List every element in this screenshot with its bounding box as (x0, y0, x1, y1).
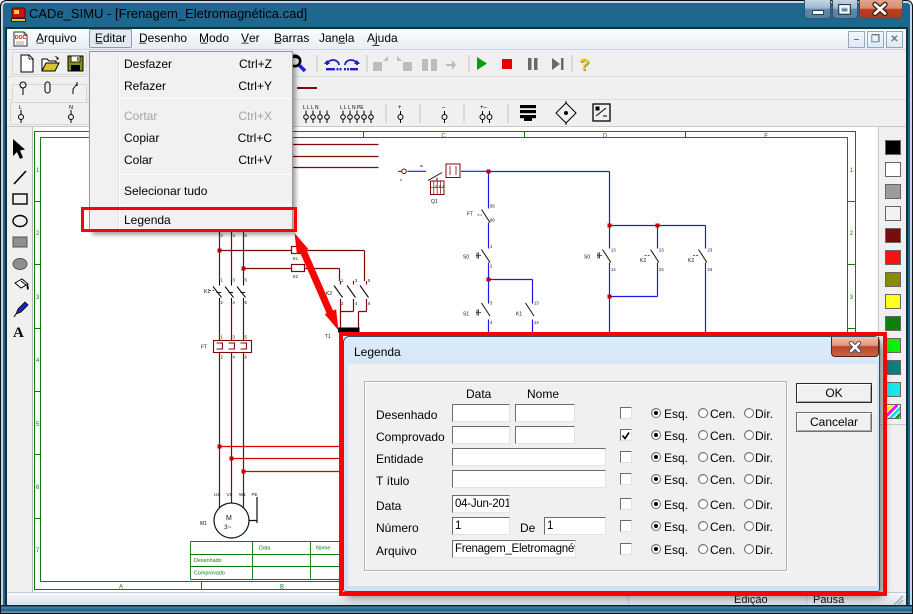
svg-text:C: C (441, 134, 446, 140)
svg-text:2: 2 (490, 264, 493, 269)
svg-text:6: 6 (245, 233, 248, 238)
svg-text:=: = (420, 164, 423, 170)
svg-text:K2: K2 (326, 291, 332, 297)
svg-text:E2: E2 (293, 274, 299, 279)
svg-text:3: 3 (355, 278, 358, 283)
svg-text:23: 23 (659, 248, 664, 253)
svg-text:FT: FT (467, 212, 473, 218)
svg-text:2: 2 (341, 301, 344, 306)
svg-text:K1: K1 (204, 289, 210, 295)
svg-text:6: 6 (245, 300, 248, 305)
svg-text:3: 3 (36, 295, 40, 301)
svg-text:FT: FT (201, 345, 207, 351)
svg-text:S0: S0 (584, 255, 590, 261)
svg-text:23: 23 (708, 248, 713, 253)
svg-text:5: 5 (368, 278, 371, 283)
svg-text:S0: S0 (463, 255, 469, 261)
svg-text:3~: 3~ (224, 524, 232, 531)
svg-text:3: 3 (850, 295, 854, 301)
svg-text:K1: K1 (516, 312, 522, 318)
svg-text:W1: W1 (239, 492, 246, 497)
svg-text:B: B (280, 585, 284, 591)
svg-text:7: 7 (36, 548, 40, 554)
svg-text:U1: U1 (214, 492, 220, 497)
svg-text:4: 4 (233, 233, 236, 238)
svg-text:13: 13 (534, 301, 539, 306)
svg-text:?: ? (580, 56, 590, 75)
svg-text:24: 24 (708, 267, 713, 272)
svg-text:5: 5 (36, 422, 40, 428)
svg-text:4: 4 (355, 301, 358, 306)
svg-text:Nome: Nome (316, 546, 330, 552)
svg-text:4: 4 (36, 358, 40, 364)
svg-text:2: 2 (850, 231, 854, 237)
svg-text:1: 1 (490, 244, 493, 249)
svg-text:5: 5 (245, 278, 248, 283)
svg-text:2: 2 (36, 231, 40, 237)
svg-text:T1: T1 (325, 334, 331, 340)
svg-text:K2: K2 (688, 258, 694, 264)
svg-text:14: 14 (534, 320, 539, 325)
svg-text:95: 95 (490, 204, 495, 209)
svg-text:1: 1 (221, 335, 224, 340)
svg-text:A: A (119, 585, 123, 591)
svg-text:Q1: Q1 (431, 199, 438, 205)
svg-text:PE: PE (252, 492, 258, 497)
svg-text:6: 6 (245, 355, 248, 360)
svg-text:2: 2 (221, 355, 224, 360)
svg-text:96: 96 (490, 218, 495, 223)
svg-text:DOC: DOC (15, 35, 27, 41)
svg-text:L L L N: L L L N (303, 105, 319, 111)
svg-text:4: 4 (233, 300, 236, 305)
svg-text:Comprovado: Comprovado (194, 571, 225, 577)
svg-text:1: 1 (36, 168, 40, 174)
svg-text:K2: K2 (640, 258, 646, 264)
svg-text:L L L N PE: L L L N PE (340, 105, 364, 111)
svg-text:*: * (400, 179, 402, 185)
svg-text:N: N (69, 105, 73, 111)
svg-text:Data: Data (259, 546, 270, 552)
svg-text:6: 6 (368, 301, 371, 306)
svg-text:L: L (19, 105, 22, 111)
svg-text:24: 24 (659, 267, 664, 272)
svg-text:14: 14 (611, 267, 616, 272)
svg-text:D: D (603, 134, 608, 140)
svg-text:1: 1 (850, 168, 854, 174)
svg-text:4: 4 (490, 320, 493, 325)
svg-text:1: 1 (221, 278, 224, 283)
svg-text:–: – (442, 105, 446, 111)
svg-text:2: 2 (221, 233, 224, 238)
svg-text:3: 3 (233, 278, 236, 283)
svg-text:+: + (398, 105, 402, 111)
svg-text:5: 5 (245, 335, 248, 340)
svg-text:A: A (13, 325, 24, 341)
svg-text:?: ? (579, 55, 589, 74)
svg-text:V1: V1 (227, 492, 233, 497)
svg-text:4: 4 (233, 355, 236, 360)
svg-text:S1: S1 (463, 312, 469, 318)
svg-text:1: 1 (341, 278, 344, 283)
svg-text:E: E (764, 134, 768, 140)
svg-text:M: M (226, 515, 232, 522)
svg-text:E1: E1 (293, 256, 299, 261)
svg-text:M1: M1 (200, 521, 207, 527)
svg-text:3: 3 (490, 301, 493, 306)
svg-text:3: 3 (233, 335, 236, 340)
svg-text:13: 13 (611, 248, 616, 253)
svg-text:6: 6 (36, 485, 40, 491)
svg-text:+–: +– (480, 105, 488, 111)
svg-text:Desenhado: Desenhado (194, 558, 222, 564)
svg-text:2: 2 (221, 300, 224, 305)
